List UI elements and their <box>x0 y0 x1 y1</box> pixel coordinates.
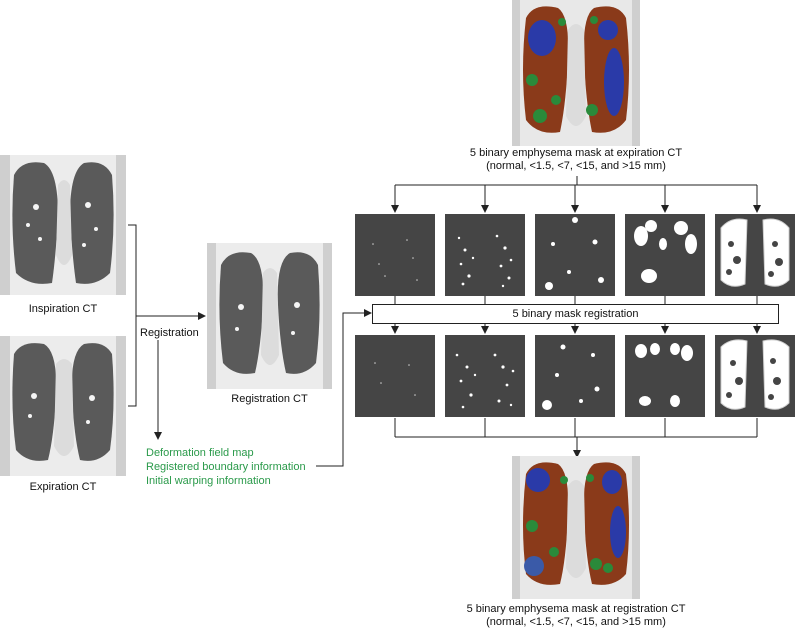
expiration-mask-gt-15mm <box>715 214 795 296</box>
expiration-ct-image <box>0 336 126 476</box>
expiration-mask-lt-15mm <box>625 214 705 296</box>
registration-ct-label: Registration CT <box>231 393 308 405</box>
registration-mask-lt-1-5mm <box>445 335 525 417</box>
top-caption-line1: 5 binary emphysema mask at expiration CT <box>469 147 683 159</box>
top-caption-line2: (normal, <1.5, <7, <15, and >15 mm) <box>486 160 666 172</box>
registration-mask-lt-15mm <box>625 335 705 417</box>
expiration-mask-lt-7mm <box>535 214 615 296</box>
bottom-caption-line1: 5 binary emphysema mask at registration … <box>466 603 686 615</box>
output-registered-boundary: Registered boundary information <box>146 461 306 473</box>
bottom-caption: 5 binary emphysema mask at registration … <box>452 603 700 629</box>
output-initial-warping: Initial warping information <box>146 475 271 487</box>
outputs-to-mask-registration-arrow <box>316 309 372 467</box>
registration-ct-image <box>207 243 332 389</box>
registration-outputs: Deformation field map Registered boundar… <box>146 446 306 488</box>
input-bracket <box>128 224 137 407</box>
registration-mask-lt-7mm <box>535 335 615 417</box>
top-caption: 5 binary emphysema mask at expiration CT… <box>452 147 700 173</box>
inspiration-ct-image <box>0 155 126 295</box>
registration-label: Registration <box>140 327 199 339</box>
expiration-overlay-image <box>512 0 640 146</box>
bottom-caption-line2: (normal, <1.5, <7, <15, and >15 mm) <box>486 616 666 628</box>
expiration-ct-label: Expiration CT <box>29 481 97 493</box>
registration-overlay-image <box>512 456 640 599</box>
mask-registration-box: 5 binary mask registration <box>372 304 779 324</box>
inspiration-ct-label: Inspiration CT <box>28 303 98 315</box>
registration-mask-gt-15mm <box>715 335 795 417</box>
expiration-mask-normal <box>355 214 435 296</box>
expiration-mask-lt-1-5mm <box>445 214 525 296</box>
output-deformation-field-map: Deformation field map <box>146 447 254 459</box>
registration-mask-normal <box>355 335 435 417</box>
